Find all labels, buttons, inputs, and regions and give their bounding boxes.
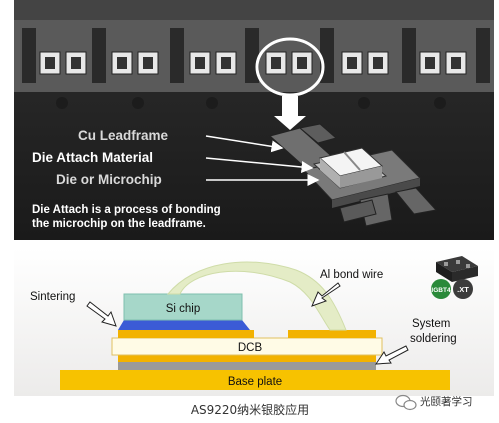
die-attach-material-label: Die Attach Material xyxy=(32,150,153,165)
watermark: 光颐著学习 xyxy=(395,394,473,411)
igbt-module-icon xyxy=(436,256,478,282)
xt-badge: .XT xyxy=(453,279,473,299)
down-arrow xyxy=(274,96,306,130)
igbt4-badge-text: IGBT4 xyxy=(431,287,451,294)
sinter-layer xyxy=(118,320,250,330)
leadframe-strip xyxy=(14,0,494,109)
label-leader-lines xyxy=(205,135,320,186)
top-panel: Cu Leadframe Die Attach Material Die or … xyxy=(14,0,494,240)
si-chip-label: Si chip xyxy=(166,303,201,315)
bottom-panel: Base plate DCB Si chip Al bond wire Sint… xyxy=(14,248,494,396)
watermark-text: 光颐著学习 xyxy=(420,395,473,408)
figure-caption: AS9220纳米银胶应用 xyxy=(191,402,309,417)
dcb-top-copper-left xyxy=(118,330,254,338)
dcb-bottom-copper xyxy=(118,354,376,362)
base-plate-label: Base plate xyxy=(228,376,282,388)
die-or-microchip-label: Die or Microchip xyxy=(56,172,162,187)
dcb-label: DCB xyxy=(238,342,263,354)
description-line-2: the microchip on the leadframe. xyxy=(32,218,206,230)
al-bond-wire-arrow xyxy=(311,282,341,307)
base-plate xyxy=(60,370,450,390)
highlight-ellipse xyxy=(255,37,325,97)
leadframe-chips xyxy=(39,51,467,75)
system-soldering-label-line-2: soldering xyxy=(410,333,457,345)
cu-leadframe-label: Cu Leadframe xyxy=(78,128,169,143)
xt-badge-text: .XT xyxy=(457,285,469,294)
wechat-icon xyxy=(395,394,417,411)
package-illustration xyxy=(268,123,437,227)
al-bond-wire xyxy=(166,261,347,331)
al-bond-wire-label: Al bond wire xyxy=(320,269,383,281)
igbt4-badge: IGBT4 xyxy=(431,279,451,299)
sintering-label: Sintering xyxy=(30,291,75,303)
system-solder-layer xyxy=(118,362,376,370)
sintering-arrow xyxy=(86,301,117,327)
si-chip xyxy=(123,293,243,321)
system-soldering-arrow xyxy=(375,345,409,365)
description-line-1: Die Attach is a process of bonding xyxy=(32,204,221,216)
dcb-top-copper-right xyxy=(288,330,376,338)
system-soldering-label-line-1: System xyxy=(412,318,450,330)
